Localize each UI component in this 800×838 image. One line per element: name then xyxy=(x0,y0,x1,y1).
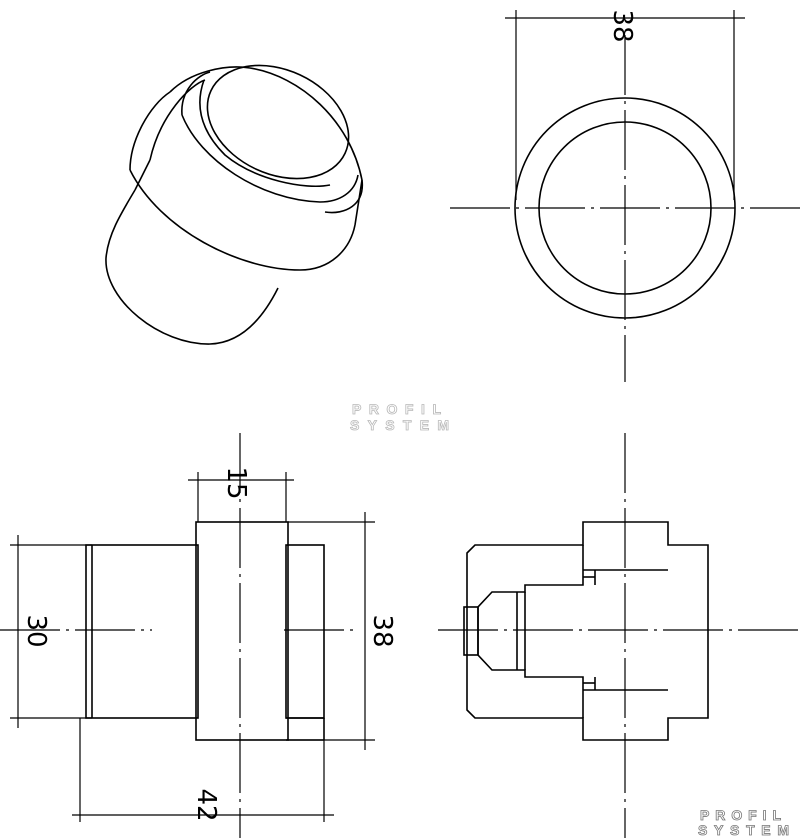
watermark-corner-line2: SYSTEM xyxy=(698,822,790,838)
watermark-center: PROFIL SYSTEM xyxy=(350,401,450,434)
dim-total-height: 38 xyxy=(367,614,397,647)
dim-body-height: 30 xyxy=(21,614,51,647)
dim-total-length: 42 xyxy=(191,788,221,821)
watermark-line1: PROFIL xyxy=(352,401,442,417)
isometric-view xyxy=(105,64,363,345)
top-view: 38 xyxy=(450,9,800,382)
section-view xyxy=(438,433,800,838)
front-view: 15 30 38 42 xyxy=(0,433,397,838)
watermark-corner: PROFIL SYSTEM xyxy=(698,807,790,838)
watermark-corner-line1: PROFIL xyxy=(700,807,782,823)
dim-collar-width: 15 xyxy=(221,466,251,499)
dim-top-diameter: 38 xyxy=(607,9,637,42)
watermark-line2: SYSTEM xyxy=(350,417,450,433)
